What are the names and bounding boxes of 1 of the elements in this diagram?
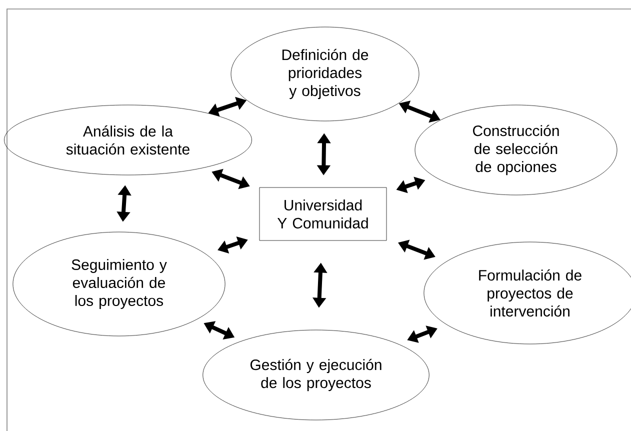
center-box: Universidad Y Comunidad (259, 187, 387, 241)
